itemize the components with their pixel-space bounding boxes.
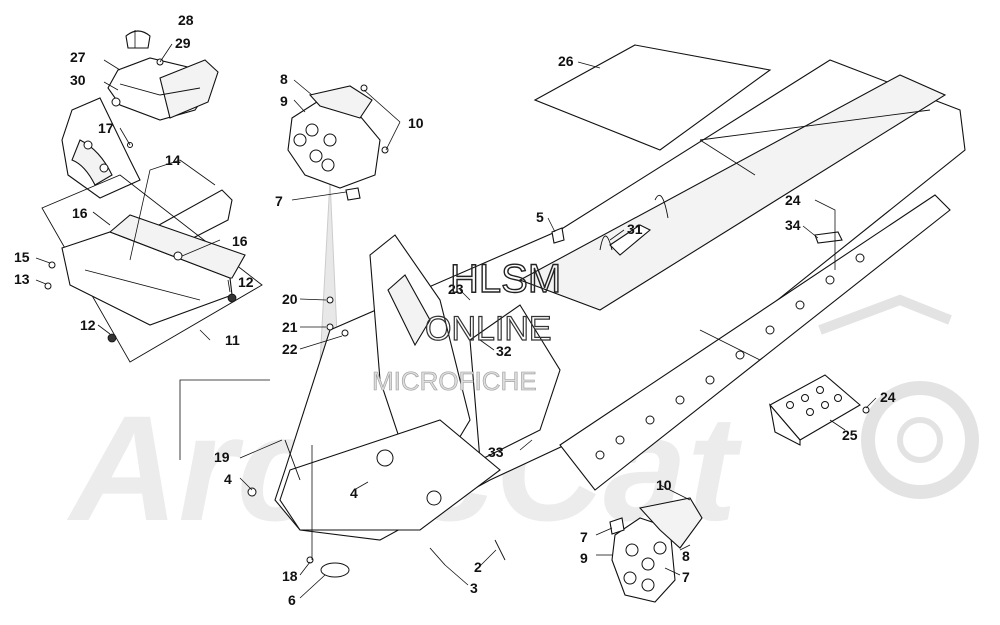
callout-5: 5 xyxy=(536,209,544,225)
callout-15: 15 xyxy=(14,249,30,265)
nut-part-16 xyxy=(173,251,183,261)
rivet-part-4 xyxy=(247,487,257,497)
nut-part-12 xyxy=(227,293,237,303)
callout-25: 25 xyxy=(842,427,858,443)
callout-14: 14 xyxy=(165,152,181,168)
cap-part-28 xyxy=(125,30,151,49)
callout-34: 34 xyxy=(785,217,801,233)
callout-18: 18 xyxy=(282,568,298,584)
exploded-plane-outline xyxy=(41,174,263,363)
screw-part-13 xyxy=(44,282,52,290)
callout-31: 31 xyxy=(627,221,643,237)
rear-bracket-part-25 xyxy=(769,374,861,446)
watermark-line-2: ONLINE xyxy=(425,310,552,348)
callout-10-upper: 10 xyxy=(408,115,424,131)
callout-19: 19 xyxy=(214,449,230,465)
washer-part-21 xyxy=(326,323,334,331)
callout-24-lower: 24 xyxy=(880,389,896,405)
callout-17: 17 xyxy=(98,120,114,136)
callout-16-right: 16 xyxy=(232,233,248,249)
callout-7-lower-right: 7 xyxy=(682,569,690,585)
callout-23: 23 xyxy=(448,281,464,297)
callout-28: 28 xyxy=(178,12,194,28)
callout-12-right: 12 xyxy=(238,274,254,290)
headlight-bracket-assembly xyxy=(107,30,219,121)
callout-11: 11 xyxy=(225,332,240,348)
side-plate-upper xyxy=(287,84,389,201)
callout-labels: 28 29 27 30 17 14 16 16 15 13 12 12 11 8… xyxy=(14,12,896,608)
callout-29: 29 xyxy=(175,35,191,51)
strap-part-31b xyxy=(654,195,669,219)
callout-7-lower-left: 7 xyxy=(580,529,588,545)
callout-8-upper: 8 xyxy=(280,71,288,87)
callout-24-upper: 24 xyxy=(785,192,801,208)
watermark-line-1: HLSM xyxy=(450,257,561,301)
callout-3: 3 xyxy=(470,580,478,596)
nut-part-22 xyxy=(341,329,349,337)
callout-10-lower: 10 xyxy=(656,477,672,493)
side-plate-lower xyxy=(609,497,703,603)
callout-30: 30 xyxy=(70,72,86,88)
callout-6: 6 xyxy=(288,592,296,608)
rivet-part-18 xyxy=(306,556,314,564)
callout-16-left: 16 xyxy=(72,205,88,221)
callout-13: 13 xyxy=(14,271,30,287)
callout-2: 2 xyxy=(474,559,482,575)
callout-9-upper: 9 xyxy=(280,93,288,109)
footrest-bracket-assembly xyxy=(44,214,246,343)
callout-7-upper: 7 xyxy=(275,193,283,209)
seat-pad-part-26 xyxy=(533,44,772,151)
callout-32: 32 xyxy=(496,343,512,359)
screw-part-15 xyxy=(48,261,56,269)
bolt-part-19 xyxy=(284,439,301,481)
callout-21: 21 xyxy=(282,319,298,335)
motorcycle-silhouette-watermark xyxy=(818,294,979,499)
bolt-part-3 xyxy=(429,547,446,566)
watermark-line-3: MICROFICHE xyxy=(372,366,537,396)
leader-lines xyxy=(35,30,877,599)
callout-8-lower: 8 xyxy=(682,548,690,564)
callout-4-center: 4 xyxy=(350,485,358,501)
plug-part-6 xyxy=(320,562,350,578)
callout-26: 26 xyxy=(558,53,574,69)
callout-27: 27 xyxy=(70,49,86,65)
callout-33: 33 xyxy=(488,444,504,460)
strap-part-31 xyxy=(599,235,613,251)
callout-4-left: 4 xyxy=(224,471,232,487)
main-chassis-tunnel xyxy=(274,59,966,541)
bolt-part-2 xyxy=(494,539,506,561)
screw-part-20 xyxy=(326,296,334,304)
callout-20: 20 xyxy=(282,291,298,307)
tunnel-holes xyxy=(595,253,865,460)
callout-12-left: 12 xyxy=(80,317,96,333)
callout-22: 22 xyxy=(282,341,298,357)
callout-9-lower: 9 xyxy=(580,550,588,566)
screw-part-24 xyxy=(862,406,870,414)
